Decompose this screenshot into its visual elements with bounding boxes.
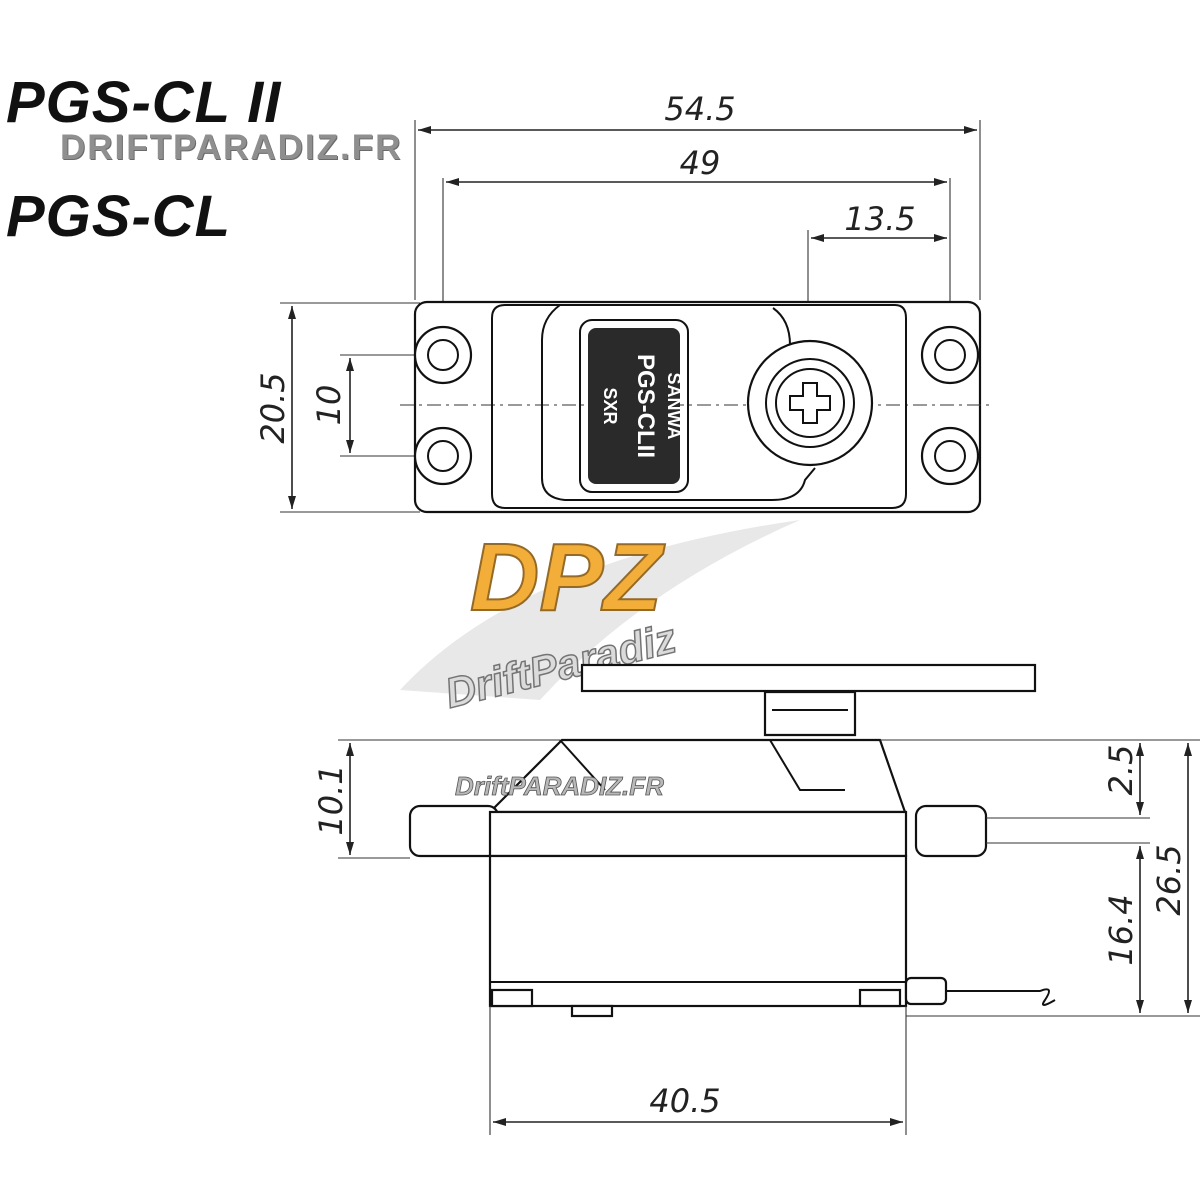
model-title-primary: PGS-CL II (6, 70, 282, 135)
dim-hole-spacing: 10 (310, 385, 348, 426)
dim-body-height: 16.4 (1102, 894, 1140, 965)
screw-cross-icon (789, 382, 831, 424)
mount-hole-icon (920, 325, 980, 385)
dim-total-height: 26.5 (1150, 844, 1188, 915)
mount-hole-icon (413, 325, 473, 385)
horn-hub (763, 690, 857, 737)
mount-holes (413, 325, 980, 486)
cable-exit (904, 976, 948, 1006)
dim-tab-height: 10.1 (312, 764, 350, 835)
label-line-2: PGS-CLII (632, 354, 659, 458)
mount-tab-left (408, 804, 500, 858)
model-title-secondary: PGS-CL (6, 184, 232, 249)
label-plate-inner (588, 328, 680, 484)
middle-case (488, 810, 908, 858)
dim-output-offset: 13.5 (844, 200, 915, 238)
label-plate (579, 319, 689, 493)
top-view: 54.5 49 13.5 20.5 10 SANWA (254, 90, 990, 514)
side-watermark: DriftPARADIZ.FR (455, 771, 664, 801)
website-label: DRIFTPARADIZ.FR (60, 128, 403, 167)
lower-case (488, 854, 908, 1008)
side-view: DriftPARADIZ.FR 10.1 2.5 (312, 663, 1200, 1135)
cable-icon (946, 988, 1056, 1006)
dim-top-to-tab: 2.5 (1102, 745, 1140, 796)
dim-body-length: 40.5 (649, 1082, 720, 1120)
label-line-3: SXR (600, 387, 620, 424)
label-line-1: SANWA (664, 373, 684, 440)
mount-hole-icon (920, 426, 980, 486)
dim-height: 20.5 (254, 372, 292, 443)
mount-hole-icon (413, 426, 473, 486)
dim-mount-spacing: 49 (680, 144, 721, 182)
logo-monogram: DPZ (470, 524, 665, 631)
servo-body-top (413, 300, 982, 514)
dim-overall-width: 54.5 (664, 90, 735, 128)
servo-horn (580, 663, 1037, 693)
mount-tab-right (914, 804, 988, 858)
